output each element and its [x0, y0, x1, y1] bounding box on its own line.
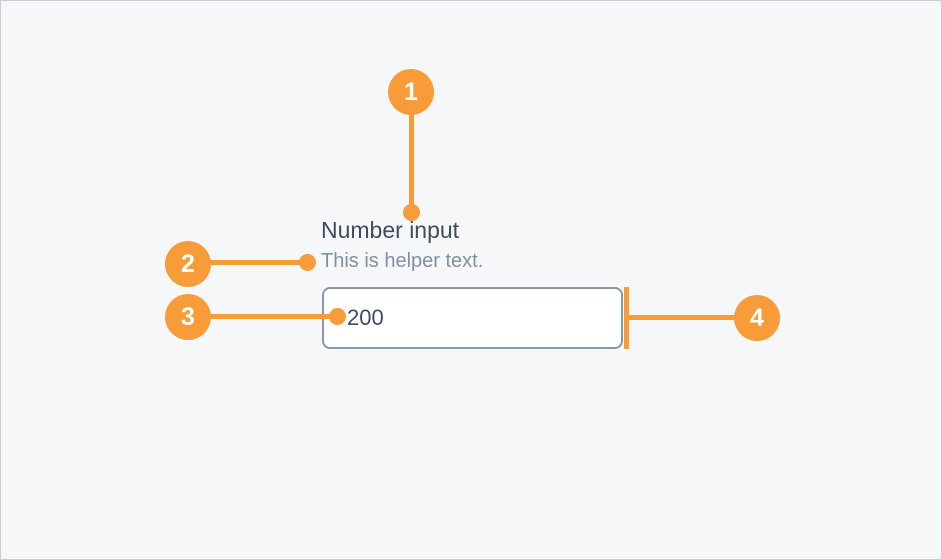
callout-marker-2: 2: [165, 241, 211, 287]
callout-line-1: [409, 113, 414, 209]
callout-dot-3: [329, 308, 346, 325]
callout-marker-1: 1: [388, 69, 434, 115]
callout-line-3: [201, 314, 337, 319]
callout-dot-1: [403, 204, 420, 221]
number-input-field[interactable]: [322, 287, 623, 349]
callout-marker-4: 4: [734, 295, 780, 341]
callout-dot-2: [299, 254, 316, 271]
callout-line-4: [629, 315, 739, 320]
callout-bracket-4: [624, 287, 629, 349]
helper-text: This is helper text.: [321, 250, 484, 272]
field-label: Number input: [321, 217, 460, 243]
callout-marker-3: 3: [165, 294, 211, 340]
callout-line-2: [201, 260, 307, 265]
